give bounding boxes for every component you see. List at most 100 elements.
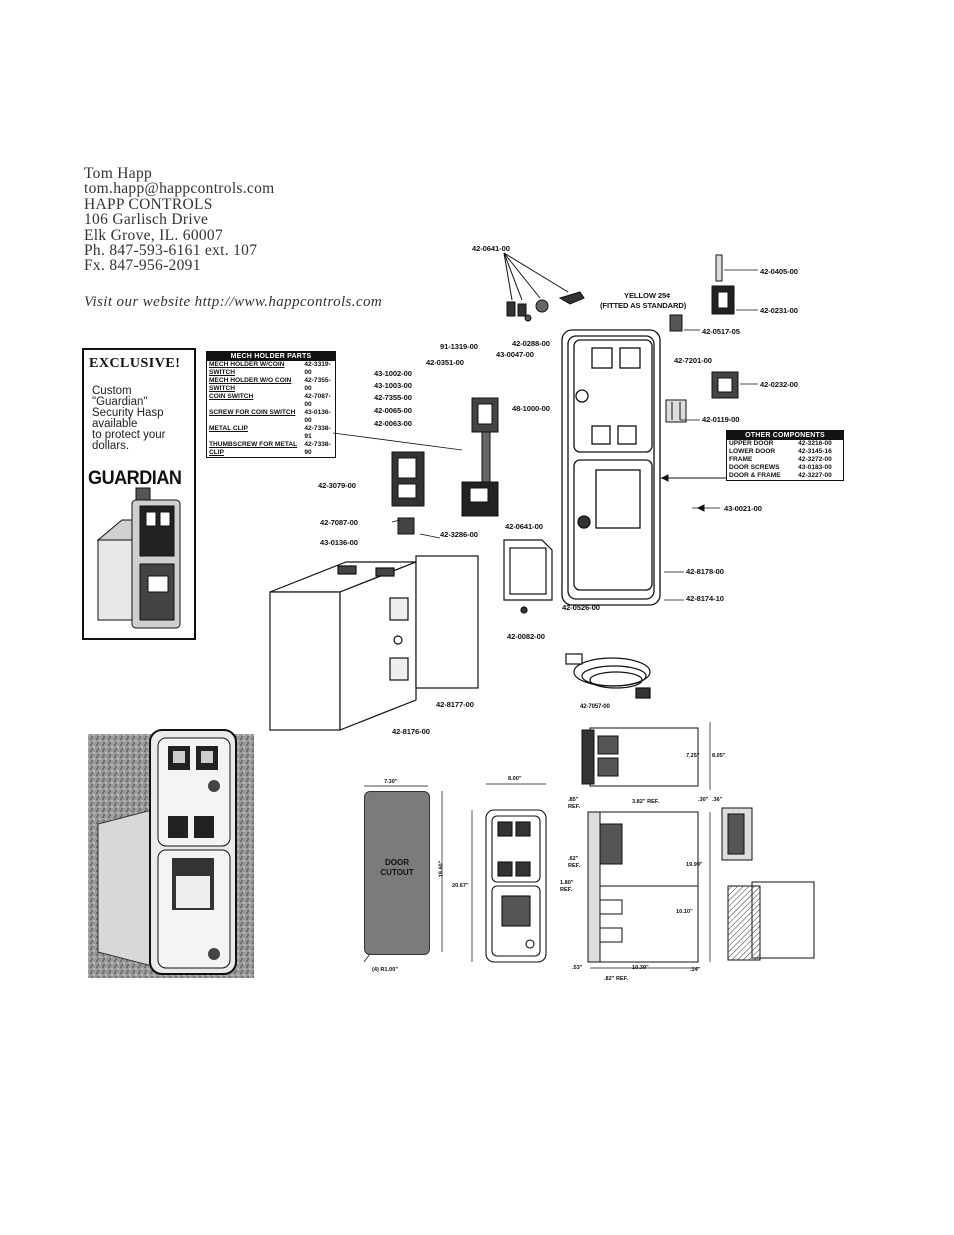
part-number: 42-7355-00: [304, 377, 331, 392]
part-label: 42-0082-00: [507, 632, 545, 641]
lower-door-panel: [503, 539, 553, 614]
part-number: 43-0136-00: [304, 409, 331, 424]
part-name: UPPER DOOR: [729, 440, 774, 447]
table-row: LOWER DOOR 42-3145-16: [727, 448, 843, 456]
part-number: 43-0183-00: [798, 464, 832, 471]
part-label: 42-8177-00: [436, 700, 474, 709]
contact-phone: Ph. 847-593-6161 ext. 107: [84, 242, 258, 260]
coin-entry-parts: [665, 254, 739, 423]
front-view-drawing: [471, 783, 547, 963]
table-header: OTHER COMPONENTS: [727, 431, 843, 440]
arrow-to-frame: [660, 474, 726, 512]
part-number: 42-7087-00: [304, 393, 331, 408]
door-cutout-label: DOOR CUTOUT: [365, 858, 429, 878]
part-label: 42-0405-00: [760, 267, 798, 276]
dim-label: 7.30": [384, 779, 398, 785]
part-label: 42-7087-00: [320, 518, 358, 527]
dim-label: 8.05": [712, 753, 726, 759]
part-label: 42-3079-00: [318, 481, 356, 490]
table-row: MECH HOLDER W/O COIN SWITCH 42-7355-00: [207, 377, 335, 393]
part-label: 42-0641-00: [505, 522, 543, 531]
dim-label: 10.10": [676, 909, 693, 915]
dim-label: .62": [568, 856, 579, 862]
guardian-hasp-illustration: [96, 487, 181, 629]
dim-label: .36": [712, 797, 723, 803]
side-view-drawing: [581, 722, 815, 969]
part-label: 42-7201-00: [674, 356, 712, 365]
guardian-brand: GUARDIAN: [88, 468, 182, 489]
part-name: SCREW FOR COIN SWITCH: [209, 409, 296, 416]
dim-label: 19.99": [686, 862, 703, 868]
contact-fax: Fx. 847-956-2091: [84, 257, 201, 275]
dim-label: 20.67": [452, 883, 469, 889]
dim-label: REF.: [568, 804, 581, 810]
part-label: 42-0231-00: [760, 306, 798, 315]
part-label: 42-0119-00: [702, 415, 740, 424]
part-label: 91-1319-00: [440, 342, 478, 351]
dim-label: .14": [690, 967, 701, 973]
part-label: 43-1002-00: [374, 369, 412, 378]
cash-box-enclosure: [269, 555, 479, 731]
promo-line: "Guardian": [92, 396, 148, 408]
part-label: 42-0288-00: [512, 339, 550, 348]
dim-label: .30": [698, 797, 709, 803]
contact-company: HAPP CONTROLS: [84, 195, 213, 213]
table-row: COIN SWITCH 42-7087-00: [207, 393, 335, 409]
contact-name: Tom Happ: [84, 165, 153, 182]
table-row: METAL CLIP 42-7338-91: [207, 425, 335, 441]
promo-line: Custom: [92, 385, 132, 397]
table-header: MECH HOLDER PARTS: [207, 352, 335, 361]
contact-street: 106 Garlisch Drive: [84, 211, 209, 229]
part-label: 42-0526-00: [562, 603, 600, 612]
dim-label: 8.00": [508, 776, 522, 782]
part-label: 42-0517-05: [702, 327, 740, 336]
part-label: 42-8178-00: [686, 567, 724, 576]
part-label: (FITTED AS STANDARD): [600, 301, 687, 310]
part-label: 42-8174-10: [686, 594, 724, 603]
part-label: 42-0351-00: [426, 358, 464, 367]
part-name: MECH HOLDER W/O COIN SWITCH: [209, 377, 292, 392]
dim-label: 10.39": [632, 965, 649, 971]
contact-email[interactable]: tom.happ@happcontrols.com: [84, 180, 275, 198]
dim-label: REF.: [560, 887, 573, 893]
part-label: 42-7355-00: [374, 393, 412, 402]
promo-line: dollars.: [92, 440, 130, 452]
mech-holder-assembly: [391, 397, 499, 535]
part-label: YELLOW 25¢: [624, 291, 671, 300]
part-number: 42-7338-90: [304, 441, 331, 456]
part-number: 42-7338-91: [304, 425, 331, 440]
part-label: 42-0232-00: [760, 380, 798, 389]
contact-block: Tom Happ tom.happ@happcontrols.com HAPP …: [84, 166, 275, 274]
promo-line: to protect your: [92, 429, 166, 441]
installed-door-photo: [88, 729, 254, 978]
dim-label: 7.25": [686, 753, 700, 759]
part-number: 42-3319-00: [304, 361, 331, 376]
dim-label: (4) R1.00": [372, 967, 398, 973]
door-cutout-shape: DOOR CUTOUT: [364, 791, 430, 955]
part-label: 43-0047-00: [496, 350, 534, 359]
part-name: COIN SWITCH: [209, 393, 254, 400]
part-number: 42-3145-16: [798, 448, 832, 455]
cable-harness: [565, 653, 651, 699]
website-link[interactable]: Visit our website http://www.happcontrol…: [84, 294, 383, 310]
part-name: MECH HOLDER W/COIN SWITCH: [209, 361, 285, 376]
part-name: LOWER DOOR: [729, 448, 776, 455]
promo-title: EXCLUSIVE!: [89, 356, 181, 371]
part-name: METAL CLIP: [209, 425, 248, 432]
promo-line: available: [92, 418, 138, 430]
part-label: 42-0063-00: [374, 419, 412, 428]
part-label: 42-8176-00: [392, 727, 430, 736]
part-name: DOOR & FRAME: [729, 472, 781, 479]
dim-label: REF.: [568, 863, 581, 869]
lock-and-key-icons: [503, 252, 585, 322]
door-cutout-line: CUTOUT: [380, 868, 414, 877]
dim-label: .85": [568, 797, 579, 803]
part-label: 42-0641-00: [472, 244, 510, 253]
dim-label: .53": [572, 965, 583, 971]
